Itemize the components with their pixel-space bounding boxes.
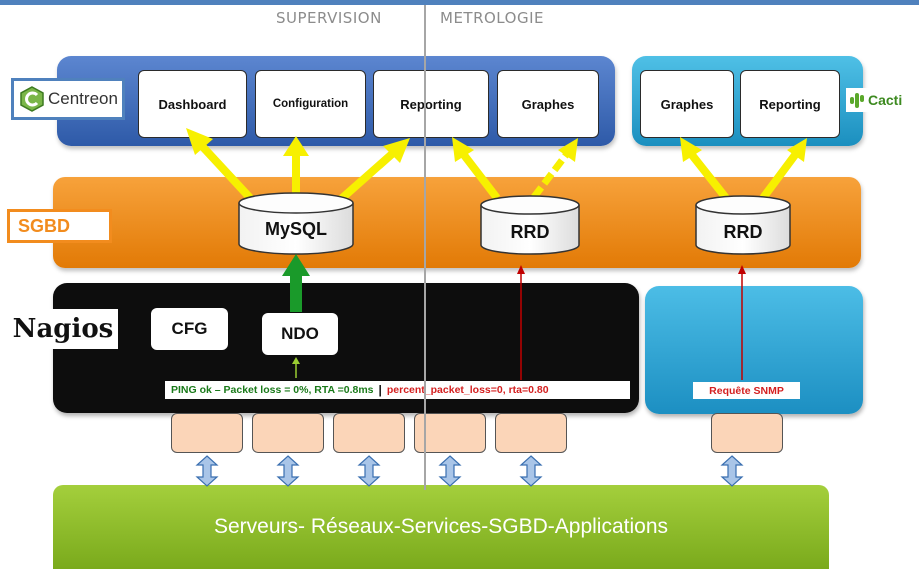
bidirectional-arrow-icon: [438, 455, 462, 487]
bidirectional-arrow-icon: [357, 455, 381, 487]
mysql-to-configuration-arrow: [283, 136, 309, 197]
perf-separator: |: [378, 383, 382, 397]
mysql-database-icon: [238, 192, 354, 255]
divider-line: [424, 5, 426, 490]
server-box: [414, 413, 486, 453]
rrd-to-reporting-arrow: [452, 137, 501, 201]
perfdata-text: percent_packet_loss=0, rta=0.80: [386, 384, 549, 396]
bidirectional-arrow-icon: [519, 455, 543, 487]
rrd-to-graphes-dashed-arrow: [531, 138, 578, 200]
check-to-ndo-arrow: [292, 357, 300, 378]
rrd-database-icon: [480, 195, 580, 255]
server-box: [495, 413, 567, 453]
cacti-logo-text: Cacti: [868, 92, 903, 108]
bidirectional-arrow-icon: [276, 455, 300, 487]
bidirectional-arrow-icon: [195, 455, 219, 487]
check-output-line: PING ok – Packet loss = 0%, RTA =0.8ms |…: [165, 381, 630, 399]
cacti-logo-icon: [850, 93, 864, 108]
sgbd-label: SGBD: [7, 209, 112, 243]
cacti-box-graphes: Graphes: [640, 70, 734, 138]
header-metrologie: METROLOGIE: [440, 9, 544, 27]
rrd-label: RRD: [723, 221, 763, 242]
rrd-label: RRD: [510, 221, 550, 242]
nagios-logo: Nagios: [8, 309, 118, 349]
infrastructure-label: Serveurs- Réseaux-Services-SGBD-Applicat…: [214, 515, 668, 538]
mysql-label: MySQL: [264, 218, 327, 239]
centreon-logo-text: Centreon: [48, 89, 118, 108]
mysql-to-reporting-arrow: [337, 138, 410, 203]
centreon-logo: Centreon: [11, 78, 125, 120]
server-box: [711, 413, 783, 453]
cacti-box-reporting: Reporting: [740, 70, 840, 138]
centreon-logo-icon: [20, 86, 44, 112]
top-border: [0, 0, 919, 5]
cacti-rrd-to-graphes-arrow: [680, 137, 730, 201]
server-box: [171, 413, 243, 453]
bidirectional-arrow-icon: [720, 455, 744, 487]
centreon-box-configuration: Configuration: [255, 70, 366, 138]
ndo-to-mysql-arrow: [282, 254, 310, 312]
server-box: [252, 413, 324, 453]
ping-status-text: PING ok – Packet loss = 0%, RTA =0.8ms: [171, 384, 374, 396]
snmp-request-label: Requête SNMP: [693, 382, 800, 399]
server-box: [333, 413, 405, 453]
mysql-to-dashboard-arrow: [186, 128, 255, 203]
header-supervision: SUPERVISION: [276, 9, 382, 27]
nagios-box-cfg: CFG: [151, 308, 228, 350]
cacti-logo: Cacti: [846, 88, 919, 112]
centreon-box-graphes: Graphes: [497, 70, 599, 138]
nagios-box-ndo: NDO: [262, 313, 338, 355]
rrd-database-icon: [695, 195, 791, 255]
perfdata-to-rrd-arrow: [517, 265, 525, 380]
cacti-rrd-to-reporting-arrow: [759, 138, 807, 201]
centreon-box-reporting: Reporting: [373, 70, 489, 138]
infrastructure-band: [53, 485, 829, 569]
snmp-to-rrd-arrow: [738, 265, 746, 380]
